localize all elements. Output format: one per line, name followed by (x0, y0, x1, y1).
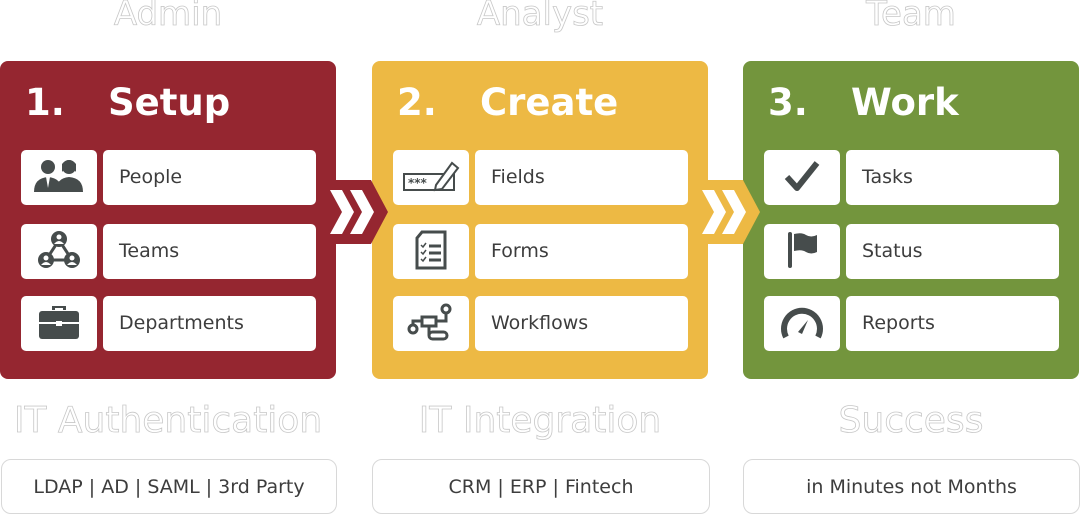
step-number: 2. (397, 81, 437, 124)
bottom-text: LDAP | AD | SAML | 3rd Party (33, 476, 305, 498)
flag-icon (786, 230, 818, 274)
item-status[interactable]: Status (764, 224, 1059, 279)
item-label: Forms (491, 240, 549, 262)
bottom-heading-it-integration: IT Integration (418, 400, 662, 442)
item-label: People (119, 166, 183, 188)
chevron-arrow-icon (316, 180, 388, 244)
password-field-pencil-icon: *** (402, 159, 460, 197)
panel-title: 1. Setup (0, 81, 336, 131)
svg-text:***: *** (408, 176, 428, 190)
role-heading-admin: Admin (113, 0, 223, 34)
panel-create: 2. Create *** Fields Forms Workflows (372, 61, 708, 379)
step-number: 3. (768, 81, 808, 124)
item-teams[interactable]: Teams (21, 224, 316, 279)
bottom-heading-it-authentication: IT Authentication (13, 400, 323, 442)
bottom-box-authentication: LDAP | AD | SAML | 3rd Party (1, 459, 337, 514)
form-checklist-icon (414, 230, 448, 274)
item-label: Departments (119, 312, 244, 334)
bottom-box-success: in Minutes not Months (743, 459, 1080, 514)
item-tasks[interactable]: Tasks (764, 150, 1059, 205)
gauge-icon (779, 304, 825, 344)
item-forms[interactable]: Forms (393, 224, 688, 279)
role-heading-team: Team (866, 0, 957, 34)
panel-title: 3. Work (743, 81, 1079, 131)
teams-icon (37, 230, 81, 274)
item-people[interactable]: People (21, 150, 316, 205)
panel-setup: 1. Setup People Teams Departments (0, 61, 336, 379)
workflow-icon (406, 302, 456, 346)
checkmark-icon (784, 160, 820, 196)
item-departments[interactable]: Departments (21, 296, 316, 351)
bottom-box-integration: CRM | ERP | Fintech (372, 459, 710, 514)
step-title: Setup (108, 81, 231, 124)
role-heading-analyst: Analyst (476, 0, 604, 34)
briefcase-icon (37, 304, 81, 344)
chevron-arrow-icon (688, 180, 760, 244)
bottom-text: CRM | ERP | Fintech (448, 476, 634, 498)
step-title: Create (480, 81, 619, 124)
item-label: Reports (862, 312, 935, 334)
item-workflows[interactable]: Workflows (393, 296, 688, 351)
step-number: 1. (25, 81, 65, 124)
item-reports[interactable]: Reports (764, 296, 1059, 351)
item-label: Status (862, 240, 923, 262)
item-label: Tasks (862, 166, 913, 188)
item-label: Teams (119, 240, 180, 262)
step-title: Work (851, 81, 959, 124)
panel-title: 2. Create (372, 81, 708, 131)
item-fields[interactable]: *** Fields (393, 150, 688, 205)
bottom-heading-success: Success (838, 400, 984, 442)
item-label: Workflows (491, 312, 589, 334)
people-icon (31, 158, 87, 198)
panel-work: 3. Work Tasks Status Reports (743, 61, 1079, 379)
item-label: Fields (491, 166, 545, 188)
bottom-text: in Minutes not Months (806, 476, 1017, 498)
